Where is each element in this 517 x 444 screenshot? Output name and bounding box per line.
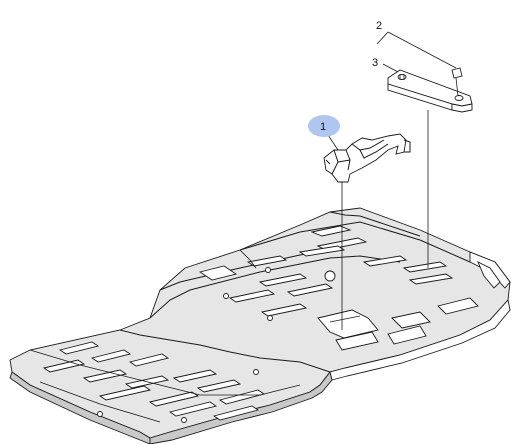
- bracket-part-1: [323, 133, 411, 183]
- leader-lines: [325, 31, 457, 330]
- callout-3-label: 3: [372, 57, 378, 69]
- callout-3: 3: [372, 57, 378, 69]
- callout-1-highlight: [308, 115, 340, 137]
- callout-2-label: 2: [376, 20, 382, 32]
- callout-1: 1: [308, 115, 340, 137]
- plate-part-3: [387, 69, 473, 113]
- floor-panel: [9, 207, 511, 444]
- callout-2: 2: [376, 20, 382, 32]
- bolt-part-2: [451, 67, 463, 97]
- front-slots: [42, 341, 266, 423]
- rear-slots: [198, 225, 454, 321]
- callout-1-label: 1: [320, 121, 326, 133]
